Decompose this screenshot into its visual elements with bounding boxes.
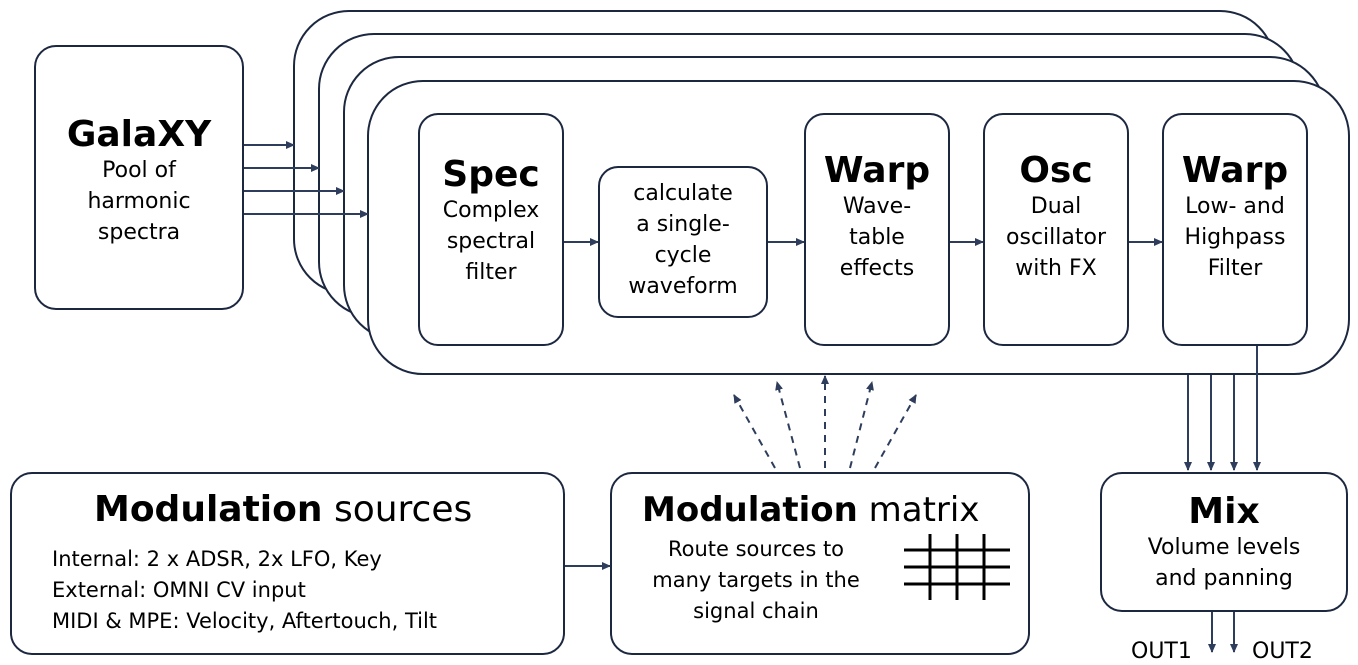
osc-line-1: Dual — [1030, 194, 1082, 219]
osc-title: Osc — [1019, 150, 1093, 191]
mix-box: Mix Volume levels and panning — [1100, 472, 1348, 612]
modulation-matrix-title-light: matrix — [868, 490, 980, 530]
modulation-matrix-title-bold: Modulation — [642, 490, 858, 530]
modulation-sources-title-light: sources — [333, 489, 473, 530]
galaxy-line-3: spectra — [97, 220, 181, 245]
modulation-sources-title: Modulation sources — [94, 488, 472, 532]
galaxy-line-1: Pool of — [102, 158, 176, 183]
out1-label: OUT1 — [1131, 639, 1192, 664]
waveform-line-1: calculate — [633, 181, 733, 206]
modulation-arrow-5 — [874, 394, 917, 469]
galaxy-line-2: harmonic — [87, 189, 191, 214]
modulation-matrix-box: Modulation matrix Route sources to many … — [610, 472, 1030, 655]
galaxy-box: GalaXY Pool of harmonic spectra — [34, 45, 244, 310]
mix-title: Mix — [1188, 491, 1260, 532]
warp-wavetable-title: Warp — [823, 150, 931, 191]
spec-line-3: filter — [465, 260, 517, 285]
modulation-arrow-1 — [733, 394, 776, 469]
warp-filter-title: Warp — [1181, 150, 1289, 191]
mix-line-1: Volume levels — [1147, 535, 1301, 560]
waveform-line-3: cycle — [654, 243, 712, 268]
warp-wavetable-line-2: table — [849, 225, 905, 250]
warp-filter-module: Warp Low- and Highpass Filter — [1162, 113, 1308, 346]
osc-line-3: with FX — [1015, 256, 1097, 281]
mix-line-2: and panning — [1155, 566, 1293, 591]
modulation-arrow-4 — [849, 381, 874, 469]
spec-module: Spec Complex spectral filter — [418, 113, 564, 346]
waveform-module: calculate a single- cycle waveform — [598, 166, 768, 318]
modulation-matrix-line-2: many targets in the — [652, 568, 860, 592]
warp-wavetable-module: Warp Wave- table effects — [804, 113, 950, 346]
matrix-grid-icon — [904, 534, 1010, 600]
waveform-line-2: a single- — [636, 212, 730, 237]
warp-filter-line-3: Filter — [1207, 256, 1263, 281]
warp-wavetable-line-3: effects — [839, 256, 915, 281]
modulation-sources-line-3: MIDI & MPE: Velocity, Aftertouch, Tilt — [52, 609, 438, 633]
modulation-sources-box: Modulation sources Internal: 2 x ADSR, 2… — [10, 472, 565, 655]
osc-module: Osc Dual oscillator with FX — [983, 113, 1129, 346]
warp-filter-line-1: Low- and — [1185, 194, 1285, 219]
modulation-matrix-line-1: Route sources to — [667, 537, 845, 561]
waveform-line-4: waveform — [628, 274, 738, 299]
warp-filter-line-2: Highpass — [1184, 225, 1286, 250]
modulation-sources-line-2: External: OMNI CV input — [52, 578, 306, 602]
modulation-arrow-2 — [775, 381, 801, 469]
spec-title: Spec — [442, 154, 540, 195]
modulation-sources-title-bold: Modulation — [94, 489, 323, 530]
out2-label: OUT2 — [1252, 639, 1313, 664]
modulation-matrix-title: Modulation matrix — [642, 488, 979, 532]
galaxy-title: GalaXY — [66, 114, 212, 155]
warp-wavetable-line-1: Wave- — [842, 194, 912, 219]
spec-line-1: Complex — [442, 198, 540, 223]
modulation-sources-line-1: Internal: 2 x ADSR, 2x LFO, Key — [52, 547, 382, 571]
osc-line-2: oscillator — [1006, 225, 1106, 250]
spec-line-2: spectral — [446, 229, 536, 254]
modulation-matrix-line-3: signal chain — [693, 599, 819, 623]
